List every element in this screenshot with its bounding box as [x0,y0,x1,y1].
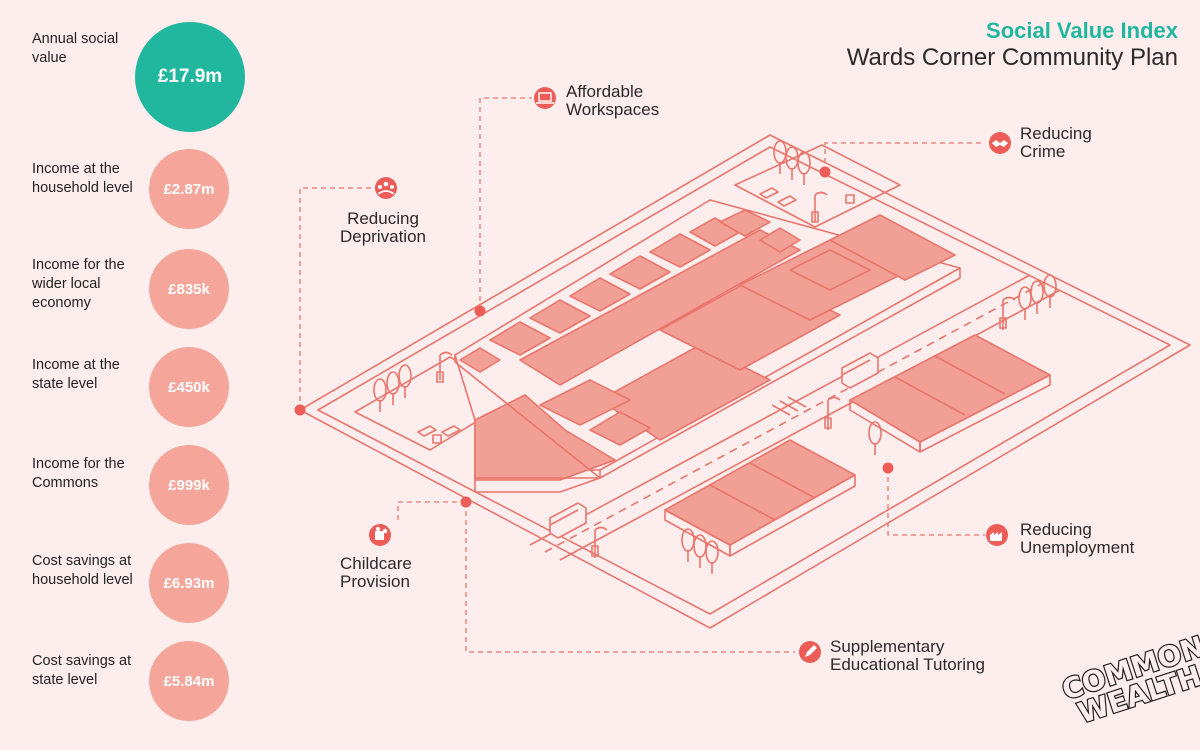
main-building [454,199,961,493]
callout-reducing-deprivation: Reducing Deprivation [340,210,426,246]
callout-line: Childcare [340,554,412,573]
street-lamp-icon [824,396,841,430]
metric-label: Income at the state level [32,357,120,392]
metric-value-circle: £6.93m [149,543,229,623]
connector-reducing-crime [824,142,985,172]
callout-line: Reducing [1020,124,1092,143]
bench-icon [759,187,855,207]
laptop-icon [534,87,556,109]
metric-value-circle: £835k [149,249,229,329]
marker-dot [294,404,306,416]
road-centerline [544,281,1046,553]
callout-line: Crime [1020,142,1066,161]
callout-reducing-crime: Reducing Crime [1020,125,1092,161]
street-lamp-icon [811,191,828,223]
metric-label: Cost savings at state level [32,653,132,688]
tree-cluster [773,140,811,185]
street-lamp-icon [591,526,608,558]
connector-reducing-deprivation [299,187,372,410]
callout-line: Deprivation [340,227,426,246]
header-title: Social Value Index [986,18,1178,43]
metric-label: Income at the household level [32,161,133,196]
bench-icon [417,425,461,444]
connector-supplementary-tutoring [465,502,795,653]
marker-dot [474,305,486,317]
metric-value-circle: £5.84m [149,641,229,721]
callout-affordable-workspaces: Affordable Workspaces [566,83,659,119]
marker-dot [460,496,472,508]
metric-value-circle: £2.87m [149,149,229,229]
metric-label: Cost savings at household level [32,553,133,588]
metric-label: Income for the Commons [32,456,125,491]
metric-value-circle: £999k [149,445,229,525]
puzzle-icon [369,524,391,546]
header-subtitle: Wards Corner Community Plan [846,44,1178,71]
commonwealth-logo: COMMON WEALTH [1057,629,1200,732]
tree-icon [868,421,882,455]
community-icon [375,177,397,199]
factory-icon [986,524,1008,546]
callout-line: Reducing [1020,520,1092,539]
lower-building-b [849,334,1051,453]
marker-dot [819,166,831,178]
metric-value-circle: £17.9m [135,22,245,132]
plaza-top [734,144,901,228]
callout-line: Reducing [347,209,419,228]
marker-dot [882,462,894,474]
callout-line: Supplementary [830,637,945,656]
lower-building-a [664,439,856,557]
callout-line: Affordable [566,82,644,101]
callout-line: Unemployment [1020,538,1135,557]
street-lamp-icon [999,296,1016,330]
bus-icon [549,502,587,539]
handshake-icon [989,132,1011,154]
site-outline [299,134,1191,629]
callout-line: Workspaces [566,100,660,119]
callout-supplementary-tutoring: Supplementary Educational Tutoring [830,638,985,674]
metric-label: Income for the wider local economy [32,257,125,311]
bus-icon [841,352,879,389]
metric-label: Annual social value [32,31,119,66]
connector-affordable-workspaces [479,97,532,310]
callout-reducing-unemployment: Reducing Unemployment [1020,521,1134,557]
metric-value-circle: £450k [149,347,229,427]
street-lamp-icon [436,351,453,383]
pencil-icon [799,641,821,663]
site-inner-outline [317,146,1171,615]
connector-reducing-unemployment [887,468,985,536]
crosswalk [771,396,807,416]
callout-line: Educational Tutoring [830,655,985,674]
connector-childcare-provision [397,501,466,520]
callout-line: Provision [340,572,410,591]
callout-childcare-provision: Childcare Provision [340,555,412,591]
tree-cluster [681,528,719,574]
tree-cluster [373,364,412,412]
tree-cluster [1018,274,1057,320]
